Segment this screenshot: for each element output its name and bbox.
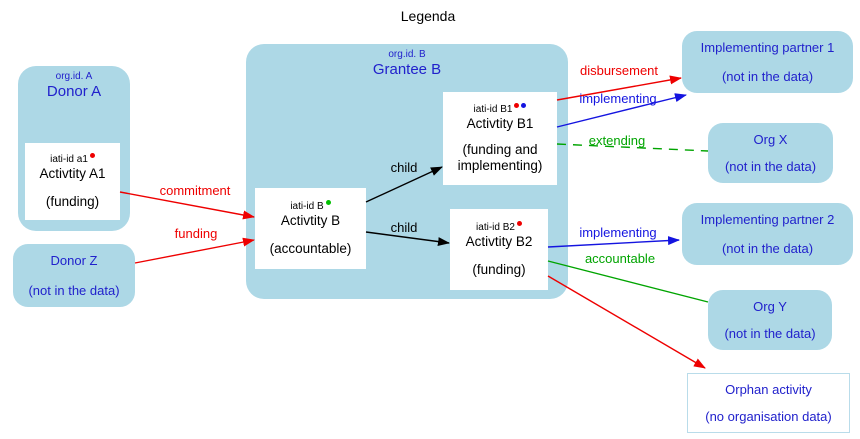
edge-label-disbursement: disbursement (579, 63, 659, 78)
donor-z-note: (not in the data) (28, 282, 120, 298)
activity-b2-iati-row: iati-id B2 (476, 220, 522, 234)
diagram-title: Legenda (400, 8, 456, 24)
activity-b1-role: (funding and implementing) (457, 142, 543, 173)
node-activity-b: iati-id B Activtity B (accountable) (255, 188, 366, 269)
implementing-partner-2-name: Implementing partner 2 (700, 212, 835, 227)
edge-label-implementing-b1: implementing (579, 91, 657, 106)
grantee-b-header: org.id. B Grantee B (246, 44, 568, 79)
donor-a-header: org.id. A Donor A (18, 66, 130, 101)
node-activity-b1: iati-id B1 Activtity B1 (funding and imp… (443, 92, 557, 185)
org-x-note: (not in the data) (724, 158, 817, 174)
node-activity-b2: iati-id B2 Activtity B2 (funding) (450, 209, 548, 290)
grantee-b-org-id: org.id. B (388, 49, 426, 60)
activity-b-role: (accountable) (269, 240, 352, 256)
activity-a1-iati-row: iati-id a1 (50, 152, 95, 166)
activity-b-iati-row: iati-id B (290, 199, 331, 213)
node-org-x: Org X (not in the data) (708, 123, 833, 183)
activity-b-iati-id: iati-id B (290, 200, 324, 212)
node-activity-a1: iati-id a1 Activtity A1 (funding) (25, 143, 120, 220)
org-x-name: Org X (753, 132, 788, 147)
activity-b-name: Activtity B (280, 212, 341, 228)
org-y-name: Org Y (753, 299, 787, 314)
activity-b2-name: Activtity B2 (465, 233, 533, 249)
edge-funding-arrow (134, 237, 255, 264)
activity-b1-iati-row: iati-id B1 (473, 102, 527, 116)
activity-a1-name: Activtity A1 (39, 165, 106, 181)
node-orphan-activity: Orphan activity (no organisation data) (687, 373, 850, 433)
activity-b2-iati-id: iati-id B2 (476, 221, 515, 233)
edge-label-child-b-to-b1: child (390, 160, 418, 175)
red-dot-icon (514, 102, 520, 108)
edge-accountable-line (547, 260, 709, 303)
edge-orphan-arrow (547, 275, 706, 369)
grantee-b-name: Grantee B (372, 61, 442, 78)
org-y-note: (not in the data) (724, 325, 816, 341)
activity-a1-iati-id: iati-id a1 (50, 153, 88, 165)
edge-label-implementing-b2: implementing (579, 225, 657, 240)
edge-label-accountable: accountable (584, 251, 656, 266)
activity-b1-iati-id: iati-id B1 (473, 103, 513, 115)
blue-dot-icon (521, 102, 527, 108)
donor-a-org-id: org.id. A (55, 71, 93, 82)
activity-a1-role: (funding) (45, 193, 100, 209)
orphan-activity-note: (no organisation data) (705, 408, 832, 424)
edge-label-extending: extending (588, 133, 646, 148)
red-dot-icon (89, 152, 95, 158)
implementing-partner-2-note: (not in the data) (721, 240, 814, 256)
edge-label-funding: funding (174, 226, 218, 241)
implementing-partner-1-name: Implementing partner 1 (700, 40, 835, 55)
donor-a-name: Donor A (46, 83, 102, 100)
node-donor-z: Donor Z (not in the data) (13, 244, 135, 307)
orphan-activity-name: Orphan activity (725, 382, 812, 397)
node-implementing-partner-1: Implementing partner 1 (not in the data) (682, 31, 853, 93)
red-dot-icon (516, 220, 522, 226)
node-org-y: Org Y (not in the data) (708, 290, 832, 350)
activity-b2-role: (funding) (472, 261, 526, 277)
implementing-partner-1-note: (not in the data) (721, 68, 814, 84)
green-dot-icon (325, 199, 331, 205)
edge-label-child-b-to-b2: child (390, 220, 418, 235)
node-implementing-partner-2: Implementing partner 2 (not in the data) (682, 203, 853, 265)
edge-label-commitment: commitment (159, 183, 231, 198)
donor-z-name: Donor Z (50, 253, 98, 268)
activity-b1-name: Activtity B1 (466, 115, 534, 131)
